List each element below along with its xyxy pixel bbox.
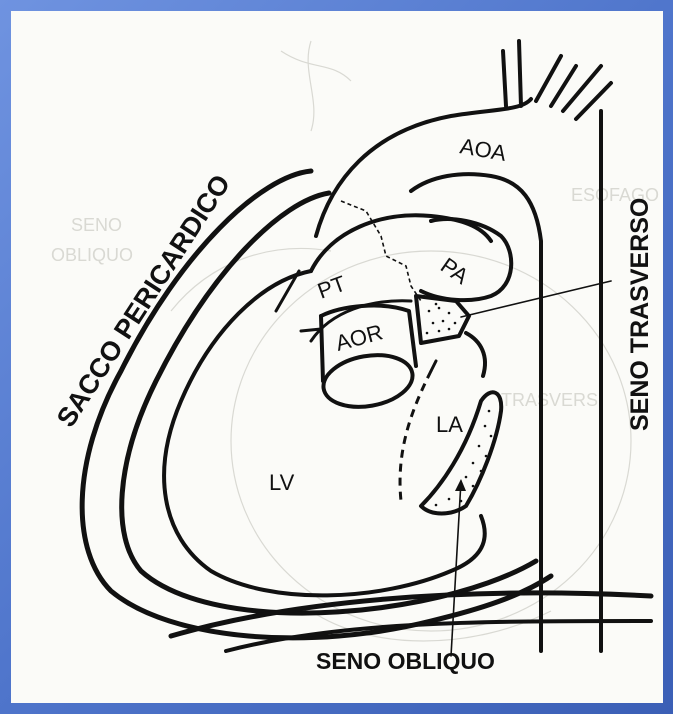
transverse-sinus-dots xyxy=(426,303,457,335)
arch-branch-2 xyxy=(536,56,576,106)
label-pt: PT xyxy=(314,271,349,304)
arch-branch-1 xyxy=(503,41,521,106)
pulmonary-artery-outline xyxy=(421,219,511,300)
left-atrium-outline xyxy=(466,333,485,376)
label-pa: PA xyxy=(436,253,473,290)
transverse-sinus-shape xyxy=(416,296,469,343)
aortic-root-left-side xyxy=(321,316,323,381)
aortic-root-opening xyxy=(319,349,416,414)
oblique-sinus-arrowhead xyxy=(455,479,466,491)
label-lv: LV xyxy=(269,470,295,495)
label-aor: AOR xyxy=(333,319,386,355)
label-sacco-pericardico: SACCO PERICARDICO xyxy=(51,169,236,432)
diagram-frame: SENO OBLIQUO ESOFAGO TRASVERS xyxy=(11,11,663,703)
left-atrium-dashed-top xyxy=(431,361,436,371)
svg-text:TRASVERS: TRASVERS xyxy=(501,390,598,410)
aortic-root-crossline xyxy=(301,329,321,331)
svg-text:SENO: SENO xyxy=(71,215,122,235)
label-la: LA xyxy=(436,412,463,437)
heart-pericardium-diagram: SENO OBLIQUO ESOFAGO TRASVERS xyxy=(11,11,663,703)
label-aoa: AOA xyxy=(458,133,508,166)
label-seno-trasverso: SENO TRASVERSO xyxy=(626,198,654,431)
label-seno-obliquo: SENO OBLIQUO xyxy=(316,648,495,674)
svg-text:OBLIQUO: OBLIQUO xyxy=(51,245,133,265)
diaphragm-line-2 xyxy=(226,621,651,651)
